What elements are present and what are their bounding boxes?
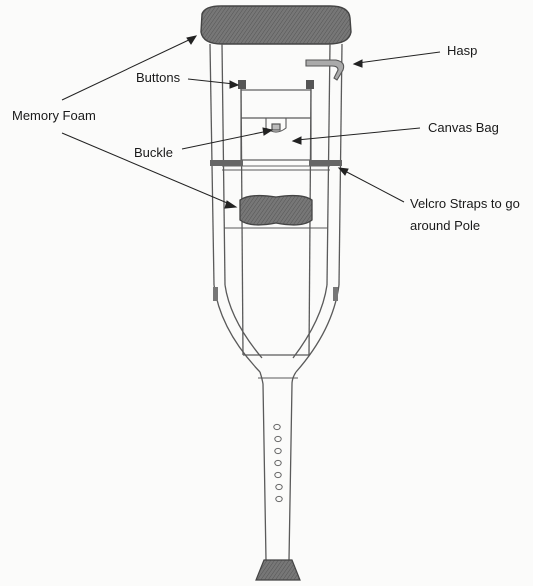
- side-tab-right: [333, 287, 338, 301]
- label-hasp: Hasp: [447, 43, 477, 59]
- side-tab-left: [213, 287, 218, 301]
- canvas-bag: [241, 90, 311, 160]
- grip-foam-pad: [240, 196, 312, 225]
- rubber-tip: [256, 560, 300, 580]
- velcro-strap-right: [309, 160, 342, 166]
- label-buttons: Buttons: [136, 70, 180, 86]
- arrow-hasp: [358, 52, 440, 63]
- left-button-strap: [238, 80, 246, 89]
- arrow-buckle: [182, 131, 268, 149]
- label-buckle: Buckle: [134, 145, 173, 161]
- hasp-shape: [306, 60, 344, 80]
- arrow-velcro: [343, 170, 404, 202]
- leader-lines: [62, 36, 440, 208]
- label-velcro-straps: Velcro Straps to go around Pole: [410, 193, 533, 237]
- label-memory-foam: Memory Foam: [12, 108, 96, 124]
- label-canvas-bag: Canvas Bag: [428, 120, 499, 136]
- label-velcro-line1: Velcro Straps to go: [410, 193, 533, 215]
- arrow-canvas-bag: [297, 128, 420, 140]
- right-button-strap: [306, 80, 314, 89]
- arrow-memory-foam-top: [62, 38, 193, 100]
- top-foam-pad: [201, 6, 351, 44]
- adjustment-holes: [274, 424, 282, 501]
- velcro-strap-left: [210, 160, 243, 166]
- label-velcro-line2: around Pole: [410, 215, 533, 237]
